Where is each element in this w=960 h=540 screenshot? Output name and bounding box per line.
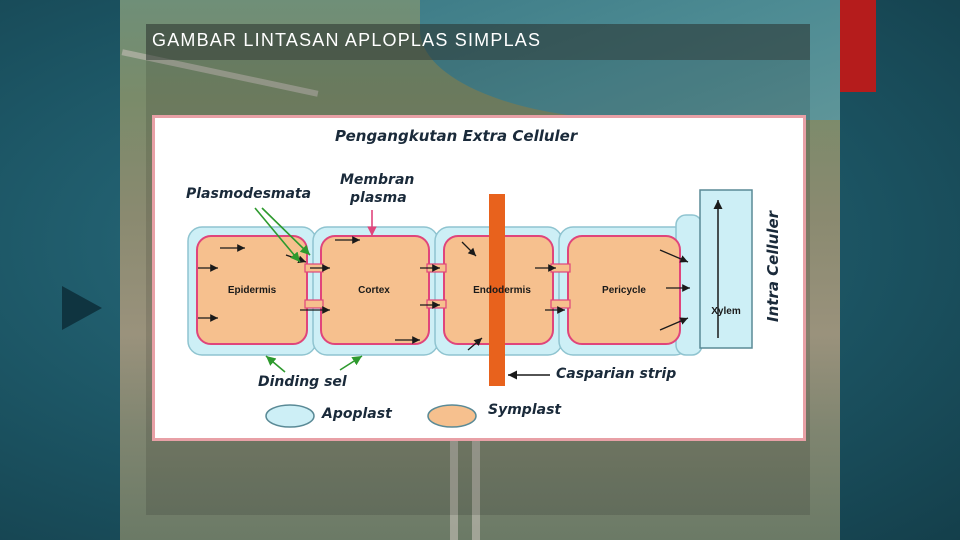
- slide-title: GAMBAR LINTASAN APLOPLAS SIMPLAS: [152, 30, 542, 50]
- plasma-label: plasma: [350, 190, 407, 206]
- apoplast-legend-label: Apoplast: [322, 406, 392, 422]
- epidermis-cell: [196, 235, 308, 345]
- epidermis-label: Epidermis: [227, 285, 277, 296]
- wall-pointer: [265, 355, 286, 373]
- plasmodesma: [550, 299, 571, 309]
- plasmodesmata-pointer: [261, 207, 311, 256]
- endodermis-label: Endodermis: [473, 285, 531, 296]
- plasmodesmata-pointer: [254, 207, 301, 263]
- membran-label: Membran: [340, 172, 415, 188]
- plasmodesma: [426, 299, 447, 309]
- title-band: [146, 24, 810, 60]
- flow-arrow: [467, 337, 483, 351]
- flow-arrow: [659, 249, 689, 263]
- plasmodesma: [304, 299, 324, 309]
- flow-arrow: [461, 241, 477, 257]
- symplast-legend-label: Symplast: [488, 402, 562, 418]
- cortex-cell: [320, 235, 430, 345]
- wall-pointer: [339, 355, 363, 371]
- decorative-arrow-icon: [62, 286, 102, 330]
- cortex-label: Cortex: [358, 285, 390, 296]
- xylem-label: Xylem: [711, 306, 741, 317]
- plasmodesmata-label: Plasmodesmata: [186, 186, 312, 202]
- xylem-vessel: [699, 189, 753, 349]
- dinding-sel-label: Dinding sel: [258, 374, 347, 390]
- pericycle-cell: [567, 235, 681, 345]
- symplast-swatch: [427, 404, 477, 428]
- casparian-strip: [489, 194, 505, 386]
- photo-highway: [472, 440, 480, 540]
- intra-celluler-label: Intra Celluler: [764, 210, 782, 322]
- diagram-heading: Pengangkutan Extra Celluler: [335, 127, 578, 145]
- red-accent-bar: [840, 0, 876, 92]
- casparian-label: Casparian strip: [556, 366, 677, 382]
- pericycle-label: Pericycle: [602, 285, 646, 296]
- apoplast-swatch: [265, 404, 315, 428]
- photo-highway: [450, 440, 458, 540]
- flow-arrow: [659, 317, 689, 331]
